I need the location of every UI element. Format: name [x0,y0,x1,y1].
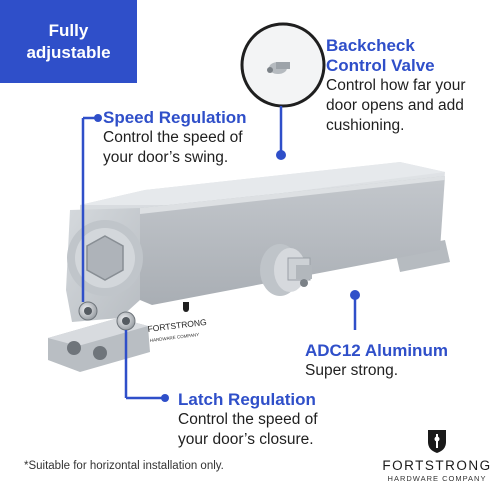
latch-regulation-desc-1: Control the speed of [178,411,318,428]
backcheck-desc-3: cushioning. [326,117,405,134]
latch-regulation-title: Latch Regulation [178,390,316,409]
aluminum-callout: ADC12 Aluminum Super strong. [305,341,448,381]
aluminum-title: ADC12 Aluminum [305,341,448,360]
brand-name: FORTSTRONG [382,458,492,473]
latch-regulation-desc-2: your door’s closure. [178,431,314,448]
svg-text:HARDWARE COMPANY: HARDWARE COMPANY [150,332,200,343]
closer-body [66,162,445,322]
backcheck-title-1: Backcheck [326,36,415,55]
spindle [260,244,312,296]
latch-valve-icon [116,311,136,331]
shield-icon [428,430,446,453]
speed-regulation-title: Speed Regulation [103,108,247,127]
speed-regulation-callout: Speed Regulation Control the speed of yo… [103,108,247,168]
backcheck-title-2: Control Valve [326,56,435,75]
badge-line-1: Fully [48,20,89,40]
callout-lines [81,106,360,402]
product-label: FORTSTRONG HARDWARE COMPANY [147,302,207,343]
speed-valve-icon [78,301,98,321]
badge-line-2: adjustable [26,42,111,62]
speed-regulation-desc-2: your door’s swing. [103,149,229,166]
fully-adjustable-badge: Fully adjustable [0,0,137,83]
installation-footnote: *Suitable for horizontal installation on… [24,460,224,472]
brand-subtitle: HARDWARE COMPANY [387,474,487,483]
backcheck-desc-1: Control how far your [326,77,466,94]
backcheck-callout: Backcheck Control Valve Control how far … [326,36,466,136]
backcheck-zoom-circle [240,22,326,108]
speed-regulation-desc-1: Control the speed of [103,129,243,146]
aluminum-desc: Super strong. [305,362,399,379]
backcheck-desc-2: door opens and add [326,97,464,114]
brand-logo: FORTSTRONG HARDWARE COMPANY [382,428,492,483]
latch-regulation-callout: Latch Regulation Control the speed of yo… [178,390,318,450]
